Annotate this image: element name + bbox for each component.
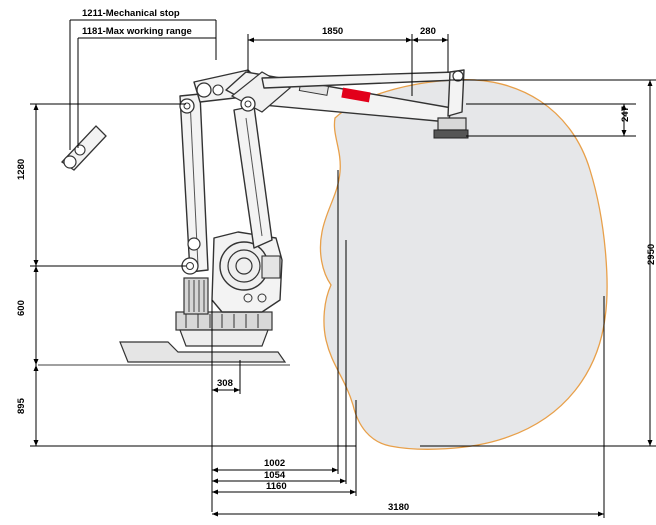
- axis2-gear: [219, 241, 269, 291]
- reach-1-label: 1002: [264, 458, 285, 469]
- working-range-label: 1181-Max working range: [82, 26, 192, 37]
- robot-tool-flange: [437, 117, 467, 131]
- top-reach-label: 1850: [322, 26, 343, 37]
- work-envelope-area: [319, 79, 608, 450]
- mechanical-stop-label: 1211-Mechanical stop: [82, 8, 180, 19]
- top-offset-label: 280: [420, 26, 436, 37]
- base-offset-label: 308: [217, 378, 233, 389]
- mechanical-stop-symbol: [60, 125, 107, 171]
- lower-height-label: 895: [16, 397, 27, 414]
- mid-height-label: 600: [16, 300, 27, 316]
- wrist-height-label: 247: [620, 106, 631, 122]
- abb-logo-plate: [341, 87, 371, 103]
- total-height-label: 2950: [646, 244, 656, 265]
- robot-lower-arm: [233, 105, 273, 249]
- total-reach-label: 3180: [388, 502, 409, 513]
- reach-3-label: 1160: [266, 481, 287, 492]
- reach-2-label: 1054: [264, 470, 286, 481]
- robot-floor-plate: [119, 341, 287, 363]
- upper-height-label: 1280: [16, 159, 27, 180]
